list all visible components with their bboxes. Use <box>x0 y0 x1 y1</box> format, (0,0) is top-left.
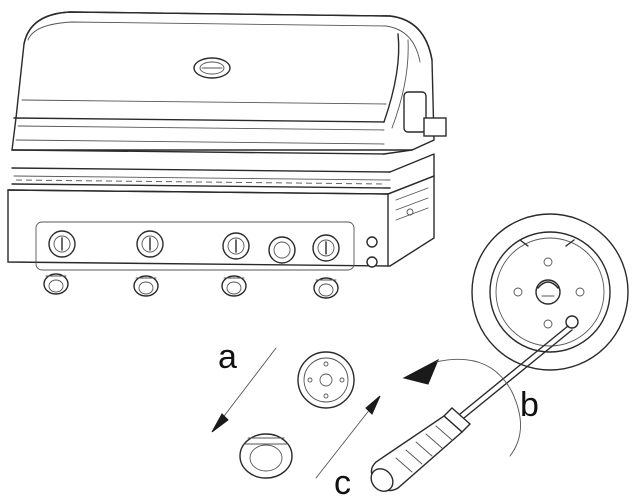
knob-cap-icon <box>313 277 339 299</box>
arrow-icon <box>211 347 277 433</box>
knob-cap-icon <box>221 275 247 297</box>
step-label-c: c <box>334 464 351 502</box>
control-knob-icon <box>222 232 250 260</box>
step-label-a: a <box>218 338 237 376</box>
logo-emblem <box>193 57 231 79</box>
control-knob-icon <box>136 230 164 258</box>
control-knob-icon <box>48 230 76 258</box>
knob-cap-icon <box>297 351 355 409</box>
control-knob-icon <box>239 433 293 479</box>
knob-cap-icon <box>43 273 69 295</box>
step-label-b: b <box>520 386 539 424</box>
control-knob-icon <box>312 234 340 262</box>
screwdriver-icon <box>370 325 573 492</box>
arrow-icon <box>315 395 381 479</box>
arrow-icon <box>402 358 521 457</box>
knob-detail-icon <box>471 213 629 371</box>
control-knob-icon <box>268 236 296 264</box>
knob-cap-icon <box>133 275 159 297</box>
grill-icon <box>7 11 447 299</box>
